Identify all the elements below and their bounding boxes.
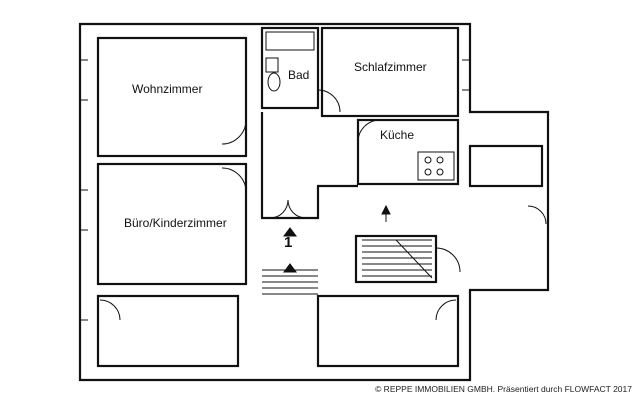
outer-wall — [78, 22, 550, 382]
sink — [265, 57, 279, 73]
stairwell — [354, 234, 438, 284]
copyright-text: © REPPE IMMOBILIEN GMBH. Präsentiert dur… — [375, 384, 632, 394]
balcony — [468, 144, 544, 188]
door-arc — [221, 119, 247, 145]
room-label-kueche: Küche — [380, 128, 415, 142]
stove-burner — [424, 156, 432, 164]
door-arc — [287, 199, 307, 219]
window — [80, 59, 88, 321]
kueche-room — [356, 118, 460, 186]
stair-treads — [362, 239, 432, 277]
room-label-schlafzimmer: Schlafzimmer — [354, 60, 427, 74]
wohnzimmer-room — [96, 36, 248, 158]
bathtub — [265, 31, 315, 51]
arrow-up-icon — [283, 227, 297, 237]
stair-number: 1 — [284, 234, 293, 251]
stove-burner — [436, 168, 444, 176]
stove-burner — [436, 156, 444, 164]
bottom-room-right — [316, 294, 460, 368]
room-label-buero: Büro/Kinderzimmer — [124, 216, 227, 230]
bottom-room-left — [96, 294, 240, 368]
door-arc — [221, 167, 247, 193]
window — [462, 59, 470, 91]
door-arc — [99, 299, 121, 321]
stair-diagonal — [395, 239, 433, 279]
door-arc — [357, 119, 381, 143]
buero-room — [96, 162, 248, 286]
schlafzimmer-room — [320, 26, 460, 118]
room-label-bad: Bad — [288, 68, 310, 82]
door-arc — [435, 247, 461, 273]
toilet — [267, 72, 281, 92]
stove-burner — [424, 168, 432, 176]
door-arc — [435, 299, 457, 321]
door-arc — [317, 89, 341, 113]
arrow-up-icon — [283, 263, 297, 273]
bad-room — [260, 26, 320, 110]
arrow-up-icon — [381, 204, 391, 215]
door-arc — [269, 199, 289, 219]
door-arc — [527, 205, 547, 225]
room-label-wohnzimmer: Wohnzimmer — [132, 82, 203, 96]
kitchen-counter — [417, 151, 455, 181]
corridor-wall — [260, 112, 358, 220]
stair-treads-lower — [262, 269, 318, 295]
